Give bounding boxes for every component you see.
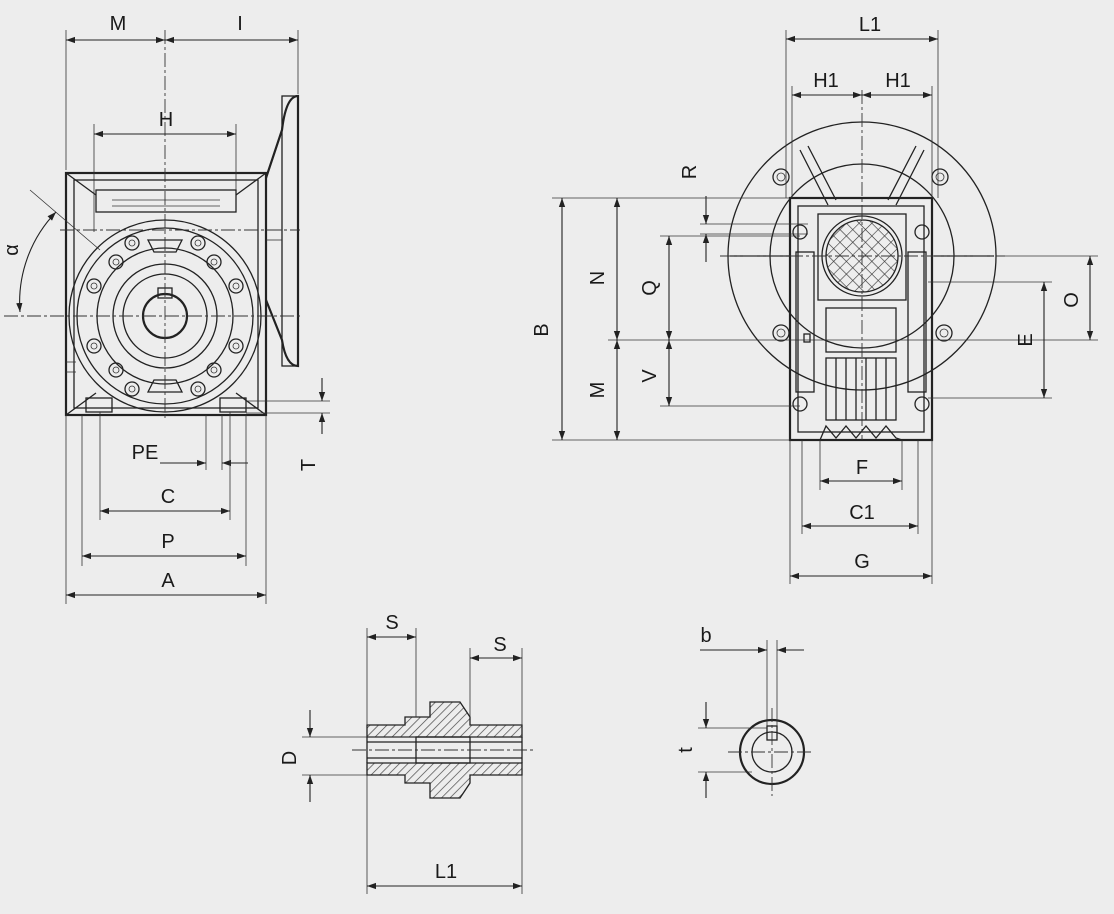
- label-side-h1-left: H1: [813, 70, 839, 92]
- dim-side-c1: C1: [801, 440, 919, 534]
- label-front-pe: PE: [132, 442, 159, 464]
- dim-keyway-t: t: [675, 702, 767, 798]
- dim-side-q-v: Q V: [639, 235, 800, 407]
- dim-side-r: R: [679, 165, 808, 262]
- side-view: L1 H1 H1 R B: [531, 14, 1098, 584]
- dim-front-alpha: α: [1, 189, 101, 313]
- label-shaft-s-left: S: [385, 612, 398, 634]
- keyway-detail: b t: [675, 625, 814, 798]
- label-front-p: P: [161, 531, 174, 553]
- front-view: M I H α PE C: [1, 13, 330, 604]
- dim-front-c: C: [99, 412, 231, 520]
- label-front-h: H: [159, 109, 173, 131]
- dim-side-b: B: [531, 197, 790, 441]
- dim-front-pe: PE: [132, 415, 248, 470]
- label-side-c1: C1: [849, 502, 875, 524]
- dim-side-o: O: [1000, 255, 1098, 341]
- label-front-t: T: [298, 459, 320, 471]
- label-shaft-l1: L1: [435, 861, 457, 883]
- label-side-q: Q: [639, 280, 661, 296]
- label-side-n: N: [587, 271, 609, 285]
- label-front-a: A: [161, 570, 175, 592]
- front-bolt-pattern: [86, 235, 244, 397]
- dim-shaft-l1: L1: [366, 775, 523, 894]
- dim-side-e: E: [928, 281, 1052, 399]
- dim-shaft-d: D: [279, 710, 416, 802]
- label-side-b: B: [531, 323, 553, 336]
- label-front-m: M: [110, 13, 127, 35]
- dim-keyway-b: b: [700, 625, 804, 726]
- label-side-h1-right: H1: [885, 70, 911, 92]
- dim-front-p: P: [81, 415, 247, 566]
- label-keyway-t: t: [675, 747, 697, 753]
- dim-side-h1: H1 H1: [791, 70, 933, 198]
- label-front-c: C: [161, 486, 175, 508]
- label-side-v: V: [639, 369, 661, 383]
- label-shaft-d: D: [279, 751, 301, 765]
- label-side-g: G: [854, 551, 870, 573]
- front-motor-flange: [264, 94, 300, 368]
- label-side-r: R: [679, 165, 701, 179]
- hollow-shaft-section: S S D L1: [279, 612, 536, 894]
- label-shaft-s-right: S: [493, 634, 506, 656]
- dim-shaft-s-right: S: [469, 634, 523, 725]
- dim-side-l1: L1: [785, 14, 939, 198]
- front-housing: [64, 171, 268, 417]
- dim-front-a: A: [65, 415, 267, 604]
- label-front-i: I: [237, 13, 243, 35]
- label-side-e: E: [1015, 333, 1037, 346]
- side-housing: [788, 196, 934, 442]
- dim-side-f: F: [819, 440, 903, 490]
- dim-front-m-i: M I: [65, 13, 299, 170]
- dim-side-n-m: N M: [587, 198, 1000, 440]
- dim-front-t: T: [246, 378, 330, 471]
- dim-side-g: G: [789, 440, 933, 584]
- dim-shaft-s-left: S: [366, 612, 417, 725]
- label-keyway-b: b: [700, 625, 711, 647]
- label-side-f: F: [856, 457, 868, 479]
- label-side-o: O: [1061, 292, 1083, 308]
- dim-front-h: H: [93, 109, 237, 232]
- label-front-alpha: α: [1, 244, 23, 256]
- label-side-l1: L1: [859, 14, 881, 36]
- label-side-m: M: [587, 382, 609, 399]
